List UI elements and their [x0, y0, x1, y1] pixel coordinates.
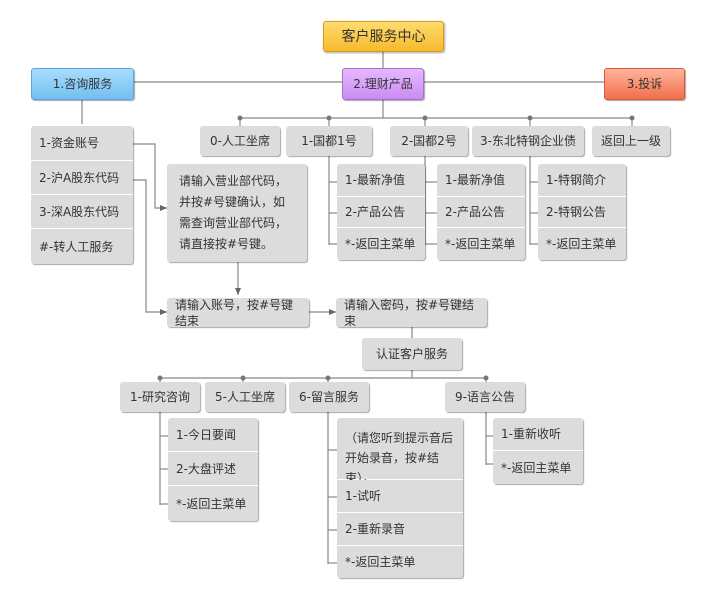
consult-menu-item: 3-深A股东代码	[31, 195, 133, 229]
voice-submenu-item: 1-重新收听	[493, 418, 583, 451]
password-prompt-text: 请输入密码，按#号键结束	[344, 297, 475, 328]
steel-submenu-item: *-返回主菜单	[538, 228, 626, 260]
account-prompt-text: 请输入账号，按#号键结束	[175, 297, 294, 328]
message-record-prompt: （请您听到提示音后开始录音，按#结束）。	[337, 418, 463, 485]
steel-submenu-item-label: *-返回主菜单	[546, 237, 617, 251]
research-submenu-item-label: *-返回主菜单	[176, 496, 247, 511]
research-submenu-item-label: 1-今日要闻	[176, 427, 236, 442]
guodu1-submenu-item-label: 2-产品公告	[345, 205, 405, 219]
message-service-label: 6-留言服务	[299, 390, 359, 404]
root-label: 客户服务中心	[341, 28, 426, 45]
guodu1-label: 1-国都1号	[301, 134, 357, 148]
voice-submenu-item: *-返回主菜单	[493, 451, 583, 484]
consult-menu-item-label: 2-沪A股东代码	[39, 170, 120, 185]
guodu1-submenu-item-label: 1-最新净值	[345, 173, 405, 187]
guodu1-submenu-item: 1-最新净值	[337, 164, 425, 197]
message-submenu-item-label: *-返回主菜单	[345, 555, 416, 569]
guodu2-submenu-item-label: 1-最新净值	[445, 173, 505, 187]
message-record-prompt-text: （请您听到提示音后开始录音，按#结束）。	[345, 431, 454, 485]
voice-announce-node: 9-语言公告	[445, 382, 525, 412]
consult-menu-item-label: #-转人工服务	[39, 239, 114, 254]
back-up-label: 返回上一级	[600, 134, 661, 148]
finance-product-label: 2.理财产品	[353, 77, 413, 91]
guodu2-submenu-item: 2-产品公告	[437, 197, 525, 228]
complaint-label: 3.投诉	[626, 77, 663, 91]
branch-code-prompt-text: 请输入营业部代码，并按#号键确认，如需查询营业部代码，请直接按#号键。	[179, 174, 288, 251]
auth-service-label: 认证客户服务	[375, 347, 448, 361]
message-submenu-item-label: 2-重新录音	[345, 522, 405, 536]
complaint-node: 3.投诉	[604, 68, 685, 100]
research-node: 1-研究咨询	[120, 382, 200, 412]
research-submenu-item: *-返回主菜单	[168, 486, 258, 521]
guodu2-submenu: 1-最新净值 2-产品公告 *-返回主菜单	[437, 164, 525, 260]
message-submenu-item-label: 1-试听	[345, 489, 381, 503]
password-prompt: 请输入密码，按#号键结束	[336, 297, 487, 328]
back-up-node: 返回上一级	[592, 126, 670, 156]
steel-bond-label: 3-东北特钢企业债	[480, 134, 576, 148]
steel-submenu-item: 2-特钢公告	[538, 197, 626, 228]
voice-submenu: 1-重新收听 *-返回主菜单	[493, 418, 583, 484]
auth-service-node: 认证客户服务	[362, 338, 462, 370]
consult-menu-item: #-转人工服务	[31, 229, 133, 264]
consult-service-node: 1.咨询服务	[31, 68, 134, 100]
root-node: 客户服务中心	[323, 21, 444, 52]
steel-submenu-item-label: 1-特钢简介	[546, 173, 606, 187]
research-submenu-item-label: 2-大盘评述	[176, 461, 236, 476]
message-submenu-item: 2-重新录音	[337, 513, 463, 546]
auth-agent-node: 5-人工坐席	[205, 382, 285, 412]
guodu1-submenu-item: 2-产品公告	[337, 197, 425, 228]
steel-submenu-item-label: 2-特钢公告	[546, 205, 606, 219]
steel-bond-node: 3-东北特钢企业债	[472, 126, 584, 156]
guodu2-submenu-item-label: 2-产品公告	[445, 205, 505, 219]
consult-menu: 1-资金账号 2-沪A股东代码 3-深A股东代码 #-转人工服务	[31, 126, 133, 264]
consult-menu-item-label: 1-资金账号	[39, 136, 99, 150]
steel-submenu: 1-特钢简介 2-特钢公告 *-返回主菜单	[538, 164, 626, 260]
guodu1-submenu-item: *-返回主菜单	[337, 228, 425, 260]
research-label: 1-研究咨询	[130, 390, 190, 404]
guodu1-node: 1-国都1号	[286, 126, 372, 156]
guodu2-submenu-item: *-返回主菜单	[437, 228, 525, 260]
finance-agent-node: 0-人工坐席	[200, 126, 280, 156]
voice-submenu-item-label: *-返回主菜单	[501, 460, 572, 475]
guodu2-node: 2-国都2号	[390, 126, 468, 156]
guodu2-submenu-item-label: *-返回主菜单	[445, 237, 516, 251]
voice-announce-label: 9-语言公告	[455, 390, 515, 404]
branch-code-prompt: 请输入营业部代码，并按#号键确认，如需查询营业部代码，请直接按#号键。	[167, 164, 307, 262]
guodu1-submenu: 1-最新净值 2-产品公告 *-返回主菜单	[337, 164, 425, 260]
research-submenu: 1-今日要闻 2-大盘评述 *-返回主菜单	[168, 418, 258, 521]
consult-service-label: 1.咨询服务	[52, 77, 113, 91]
message-submenu-item: 1-试听	[337, 480, 463, 513]
account-prompt: 请输入账号，按#号键结束	[167, 297, 309, 328]
consult-menu-item: 1-资金账号	[31, 126, 133, 161]
finance-agent-label: 0-人工坐席	[210, 134, 270, 148]
guodu1-submenu-item-label: *-返回主菜单	[345, 237, 416, 251]
guodu2-label: 2-国都2号	[401, 134, 457, 148]
voice-submenu-item-label: 1-重新收听	[501, 427, 561, 441]
research-submenu-item: 1-今日要闻	[168, 418, 258, 452]
message-submenu-item: *-返回主菜单	[337, 546, 463, 578]
finance-product-node: 2.理财产品	[342, 68, 424, 100]
consult-menu-item: 2-沪A股东代码	[31, 161, 133, 195]
auth-agent-label: 5-人工坐席	[215, 390, 275, 404]
steel-submenu-item: 1-特钢简介	[538, 164, 626, 197]
guodu2-submenu-item: 1-最新净值	[437, 164, 525, 197]
message-service-node: 6-留言服务	[289, 382, 369, 412]
consult-menu-item-label: 3-深A股东代码	[39, 204, 120, 219]
research-submenu-item: 2-大盘评述	[168, 452, 258, 486]
message-submenu: （请您听到提示音后开始录音，按#结束）。 1-试听 2-重新录音 *-返回主菜单	[337, 418, 463, 578]
